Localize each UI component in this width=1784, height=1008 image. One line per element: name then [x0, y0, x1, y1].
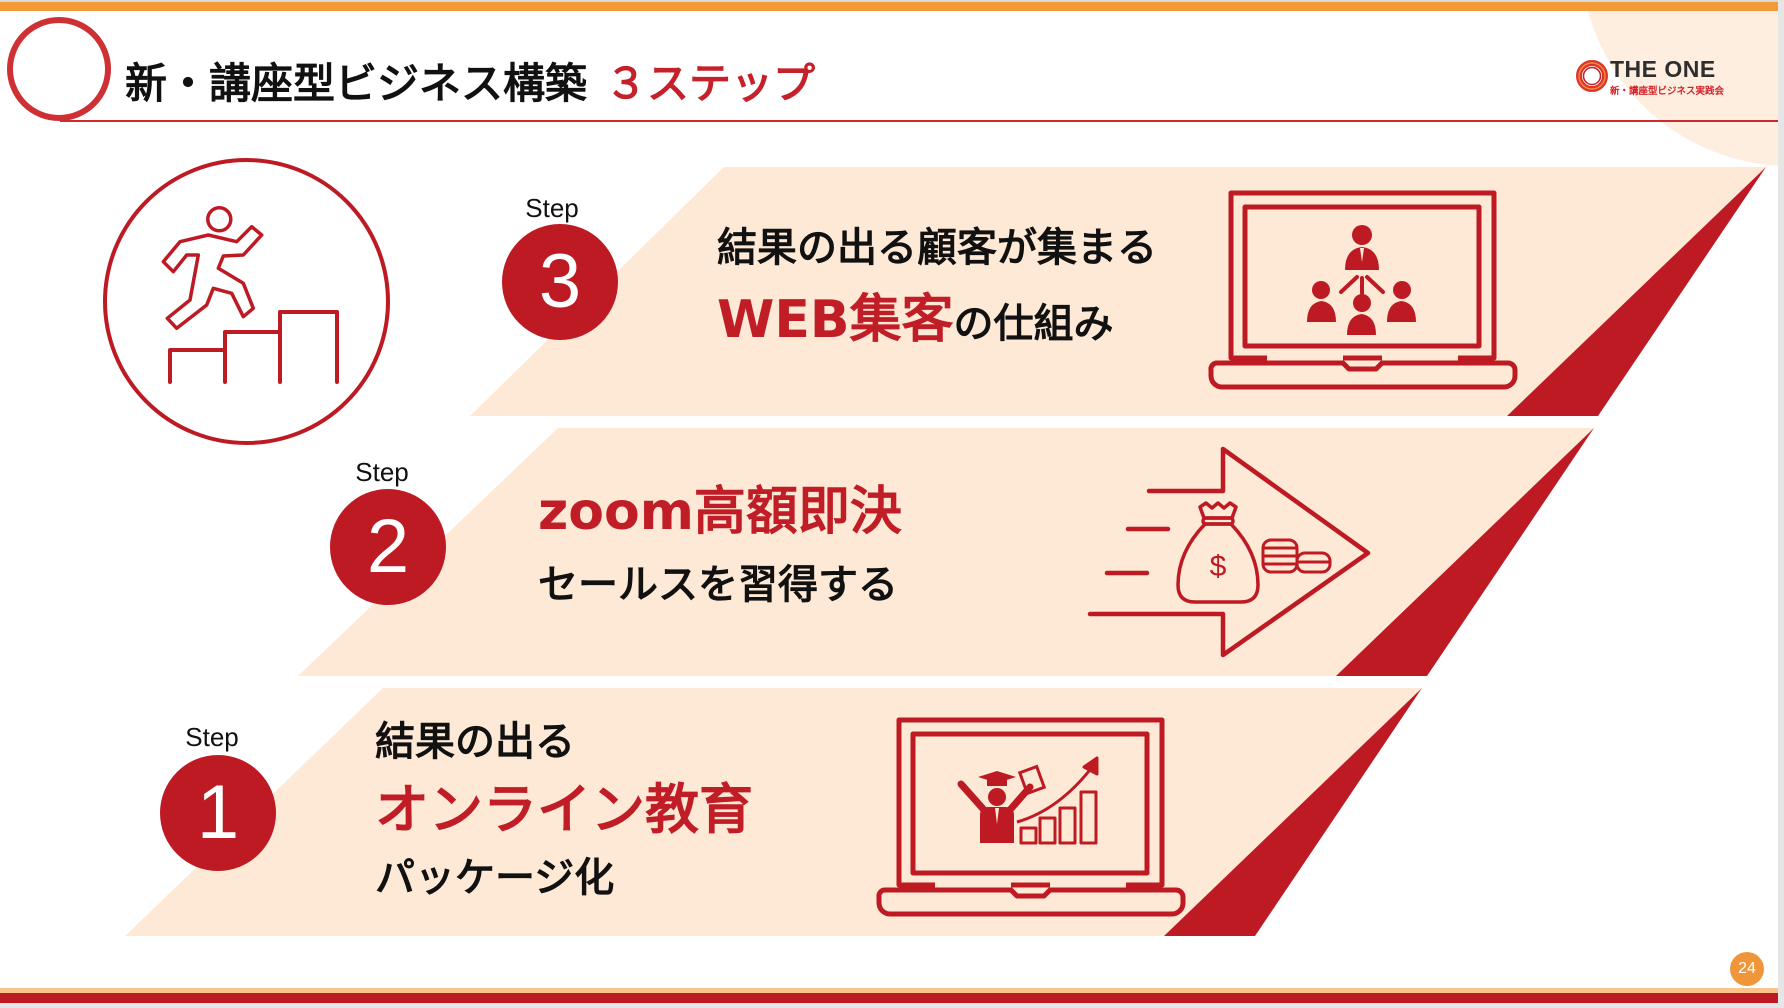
logo-ring-icon — [1576, 60, 1608, 92]
slide-edge-bottom — [0, 1003, 1784, 1008]
banner-step-1 — [125, 688, 1422, 936]
slide-edge-top — [0, 0, 1784, 2]
top-accent-bar — [0, 2, 1778, 11]
brand-logo: THE ONE 新・講座型ビジネス実践会 — [1574, 56, 1764, 97]
step-1-line1: 結果の出る — [375, 719, 575, 765]
step-2-line2: セールスを習得する — [538, 562, 898, 608]
laptop-graduate-growth-icon — [876, 717, 1186, 917]
growth-chart-icon — [1016, 756, 1099, 845]
step-2-label: Step — [355, 457, 409, 487]
page-number: 24 — [1730, 952, 1764, 986]
step-3-line2: WEB集客 の仕組み — [717, 292, 1114, 348]
step-3-line2-rest: の仕組み — [953, 301, 1114, 347]
step-1-highlight: オンライン教育 — [375, 778, 753, 841]
step-2-highlight: zoom高額即決 — [538, 482, 902, 542]
laptop-people-network-icon — [1208, 190, 1518, 390]
footer-bar-red — [0, 993, 1778, 1003]
banner-accent-triangle — [1336, 428, 1594, 676]
graduate-icon — [957, 764, 1047, 843]
step-3-label: Step — [525, 193, 579, 223]
banner-step-3 — [470, 167, 1766, 416]
slide-edge-right — [1778, 0, 1784, 1008]
banner-step-2 — [298, 428, 1594, 676]
money-bag-icon: $ — [1176, 501, 1260, 604]
step-3-line1: 結果の出る顧客が集まる — [717, 225, 1157, 271]
banner-accent-triangle — [1507, 167, 1766, 416]
step-2-badge: 2 — [330, 489, 446, 605]
page-title: 新・講座型ビジネス構築 ３ステップ — [125, 55, 815, 108]
title-main: 新・講座型ビジネス構築 — [125, 58, 588, 108]
step-3-highlight: WEB集客 — [717, 290, 954, 350]
title-ring-icon — [7, 17, 111, 121]
banner-accent-triangle — [1164, 688, 1422, 936]
logo-subtitle: 新・講座型ビジネス実践会 — [1610, 86, 1725, 97]
runner-climbing-stairs-icon — [103, 158, 390, 445]
logo-name: THE ONE — [1610, 56, 1716, 82]
step-1-line3: パッケージ化 — [375, 855, 615, 901]
step-1-badge: 1 — [160, 755, 276, 871]
step-1-label: Step — [185, 722, 239, 752]
title-accent: ３ステップ — [605, 58, 816, 108]
coin-stack-icon — [1261, 538, 1332, 574]
people-network-icon — [1307, 225, 1416, 335]
dollar-sign: $ — [1210, 550, 1227, 583]
money-bag-arrow-icon: $ — [1087, 446, 1371, 658]
step-3-badge: 3 — [502, 224, 618, 340]
footer-bar-light — [0, 988, 1778, 993]
header-divider — [60, 120, 1778, 122]
